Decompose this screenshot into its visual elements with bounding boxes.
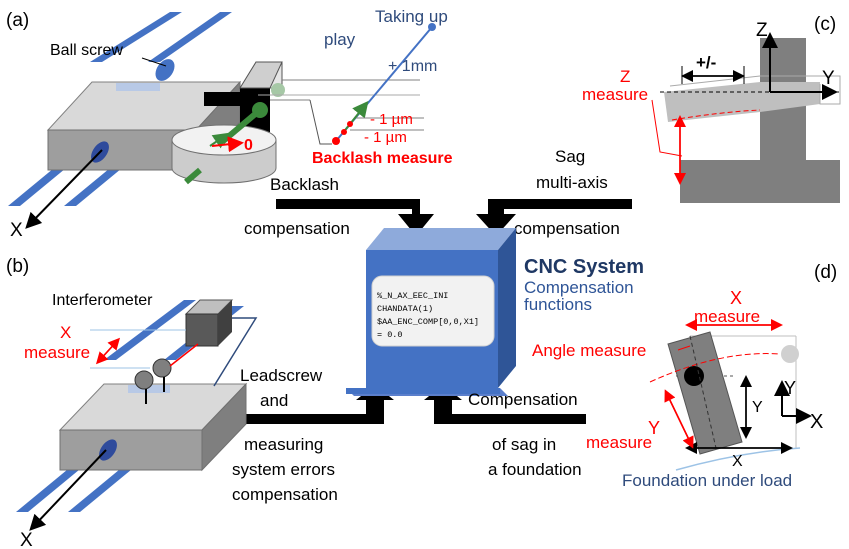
taking-up-label: Taking up: [375, 7, 448, 26]
zero-label: 0: [244, 137, 253, 154]
tilted-column: [667, 331, 743, 455]
machine-column: [680, 38, 840, 203]
lead-line2: and: [260, 391, 288, 410]
panel-c: (c) Z Y +/- Z measure: [582, 14, 841, 203]
panel-d: (d) X measure Angle measure Y Y X Y: [532, 262, 837, 490]
cnc-computer: %_N_AX_EEC_INI CHANDATA(1) $AA_ENC_COMP[…: [346, 228, 516, 396]
panel-d-letter: (d): [814, 262, 837, 283]
y-label-d: Y: [648, 418, 660, 438]
foundation-label: Foundation under load: [622, 471, 792, 490]
z-measure-label: measure: [582, 85, 648, 104]
plus-1mm-label: + 1mm: [388, 58, 437, 75]
axis-z-label-c: Z: [756, 20, 768, 41]
lead-line1: Leadscrew: [240, 366, 323, 385]
backlash-line1: Backlash: [270, 175, 339, 194]
x-label-d: X: [730, 288, 742, 308]
axis-y-label-d: Y: [784, 378, 796, 398]
interferometer: [184, 299, 258, 387]
x-measure-label-d: measure: [694, 307, 760, 326]
x-label-b: X: [60, 323, 71, 342]
cnc-title: CNC System: [524, 256, 644, 278]
axis-x-arrow-a: [25, 149, 103, 229]
code-line-4: = 0.0: [377, 330, 403, 340]
y-measure-label-d: measure: [586, 433, 652, 452]
found-line1: Compensation: [468, 390, 578, 409]
axis-x-label-b: X: [20, 530, 33, 549]
panel-a: (a) X Ball screw: [6, 7, 453, 241]
panel-a-letter: (a): [6, 10, 29, 31]
ball-screw-label: Ball screw: [50, 42, 123, 59]
axis-x-label-d: X: [810, 411, 823, 433]
x-dim-label: X: [732, 453, 743, 470]
z-label-c: Z: [620, 67, 630, 86]
panel-b: (b) X Interferomete: [6, 256, 258, 549]
backlash-line2: compensation: [244, 219, 350, 238]
found-line3: a foundation: [488, 460, 582, 479]
code-line-1: %_N_AX_EEC_INI: [377, 291, 448, 301]
minus-1um-label-a: - 1 µm: [370, 111, 413, 128]
backlash-graph: [258, 23, 436, 145]
minus-1um-label-b: - 1 µm: [364, 129, 407, 146]
x-measure-label-b: measure: [24, 343, 90, 362]
axis-x-arrow-b: [29, 449, 107, 531]
plus-minus-label: +/-: [696, 53, 716, 72]
sag-line2: multi-axis: [536, 173, 608, 192]
lead-line5: compensation: [232, 485, 338, 504]
interferometer-label: Interferometer: [52, 292, 153, 309]
center-flow: Backlash compensation Sag multi-axis com…: [224, 147, 644, 504]
angle-measure-label: Angle measure: [532, 341, 646, 360]
lead-line4: system errors: [232, 460, 335, 479]
backlash-arrow: [276, 199, 434, 236]
sag-line3: compensation: [514, 219, 620, 238]
y-dim-label: Y: [752, 399, 763, 416]
cnc-sub1: Compensation: [524, 278, 634, 297]
code-line-2: CHANDATA(1): [377, 304, 433, 314]
sag-arrow: [476, 199, 632, 236]
foundation-arrow: [424, 385, 586, 424]
panel-b-letter: (b): [6, 256, 29, 277]
leadscrew-arrow: [224, 385, 394, 424]
code-line-3: $AA_ENC_COMP[0,0,X1]: [377, 317, 479, 327]
found-line2: of sag in: [492, 435, 556, 454]
cnc-sub2: functions: [524, 295, 592, 314]
carriage-block-b: [58, 382, 248, 472]
encoder-disc: 0: [171, 107, 277, 185]
play-label: play: [324, 30, 356, 49]
panel-c-letter: (c): [814, 14, 836, 35]
lead-line3: measuring: [244, 435, 323, 454]
axis-y-label-c: Y: [822, 68, 835, 89]
backlash-measure-label: Backlash measure: [312, 150, 453, 167]
sag-line1: Sag: [555, 147, 585, 166]
axis-x-label-a: X: [10, 220, 23, 241]
